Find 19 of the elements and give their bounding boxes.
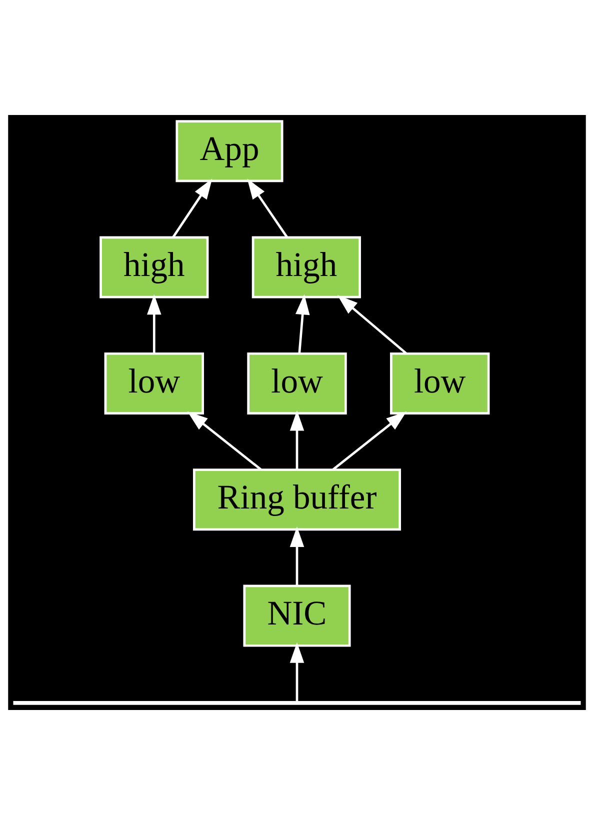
node-box: NIC [243, 584, 351, 647]
arrow [337, 295, 407, 354]
node-box: low [104, 352, 204, 414]
node-box: low [247, 352, 347, 414]
node-box: low [390, 352, 490, 414]
arrow [295, 294, 310, 354]
node-bar [13, 700, 581, 705]
arrow [290, 642, 304, 702]
arrow [146, 294, 162, 354]
arrow [332, 411, 407, 470]
node-box: Ring buffer [193, 468, 401, 531]
arrow [290, 410, 304, 470]
arrow [290, 526, 304, 586]
arrow [187, 411, 262, 470]
arrow [172, 178, 212, 238]
arrow [247, 178, 288, 238]
node-box: App [176, 120, 284, 182]
node-box: high [252, 236, 361, 298]
node-box: high [100, 236, 209, 298]
